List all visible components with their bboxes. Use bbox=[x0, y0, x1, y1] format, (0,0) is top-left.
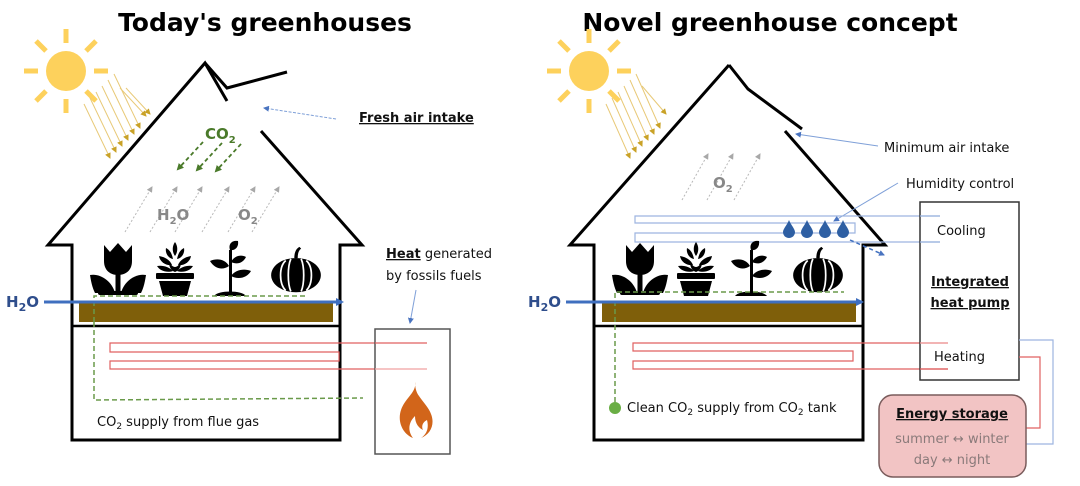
pumpkin-icon bbox=[270, 246, 322, 294]
co2-arrow bbox=[214, 143, 242, 173]
min-air-arrow bbox=[795, 131, 879, 147]
storage-heating-link bbox=[1019, 356, 1041, 429]
co2-flue-gas-label: CO2 supply from flue gas bbox=[97, 415, 259, 432]
heating-pipes bbox=[632, 342, 948, 370]
sun-ray-arrow bbox=[629, 79, 655, 135]
heating-label: Heating bbox=[934, 350, 985, 365]
co2-tank-node bbox=[609, 402, 621, 414]
sun-ray-arrow bbox=[623, 85, 649, 141]
condensate-arrow bbox=[849, 239, 885, 256]
cooling-pipes bbox=[634, 215, 940, 243]
sun-ray-arrow bbox=[611, 97, 637, 153]
h2o-vapor-label: H2O bbox=[157, 206, 189, 227]
gas-outflow-arrow bbox=[227, 186, 256, 233]
humidity-pointer-arrow bbox=[833, 182, 899, 222]
open-roof-vent bbox=[203, 62, 288, 90]
panel-todays-greenhouses: Today's greenhouses Fresh air intake CO2 bbox=[6, 8, 492, 455]
gas-outflow-arrow bbox=[681, 153, 709, 201]
sun-ray-arrow bbox=[95, 91, 123, 147]
heat-pointer-arrow bbox=[407, 289, 417, 324]
sun-ray-arrow bbox=[107, 79, 135, 135]
fresh-air-arrow bbox=[263, 105, 337, 120]
energy-storage-title: Energy storage bbox=[896, 407, 1008, 422]
storage-seasonal-label: summer ↔ winter bbox=[895, 432, 1009, 447]
transpiration-arrows bbox=[124, 186, 280, 233]
co2-arrow bbox=[176, 141, 204, 171]
sun-ray-arrow bbox=[83, 103, 111, 159]
water-inlet-label: H2O bbox=[6, 293, 39, 314]
co2-tank-supply-label: Clean CO2 supply from CO2 tank bbox=[627, 401, 837, 418]
soil-bed bbox=[79, 303, 333, 322]
seedling-icon bbox=[731, 240, 772, 296]
minimum-air-intake-label: Minimum air intake bbox=[884, 141, 1009, 156]
greenhouse-outline-left bbox=[44, 60, 366, 442]
panel-title-right: Novel greenhouse concept bbox=[582, 8, 957, 37]
sunlight-arrows bbox=[83, 73, 151, 159]
gas-outflow-arrow bbox=[149, 186, 178, 233]
sun-icon bbox=[547, 29, 631, 113]
sun-ray-arrow bbox=[125, 87, 151, 115]
sun-ray-arrow bbox=[113, 73, 141, 129]
gas-outflow-arrow bbox=[733, 153, 761, 201]
sun-ray-arrow bbox=[617, 91, 643, 147]
co2-inflow-arrows bbox=[176, 141, 242, 173]
heat-pump-label-line2: heat pump bbox=[931, 296, 1010, 311]
succulent-pot-icon bbox=[677, 242, 715, 296]
greenhouse-outline-right bbox=[566, 64, 889, 442]
water-inlet-label: H2O bbox=[528, 293, 561, 314]
seedling-icon bbox=[210, 240, 251, 296]
gas-outflow-arrow bbox=[124, 186, 153, 233]
sun-ray-arrow bbox=[119, 87, 147, 117]
sun-ray-arrow bbox=[89, 97, 117, 153]
storage-cooling-link bbox=[1019, 339, 1054, 445]
soil-bed bbox=[602, 303, 856, 322]
heat-source-label-line2: by fossils fuels bbox=[386, 269, 482, 284]
heating-pipe-loop bbox=[109, 342, 427, 370]
o2-outflow-arrows bbox=[681, 153, 761, 201]
storage-daily-label: day ↔ night bbox=[914, 453, 991, 468]
o2-label: O2 bbox=[238, 206, 258, 227]
co2-flue-gas-line bbox=[93, 322, 364, 401]
gas-outflow-arrow bbox=[706, 153, 734, 201]
minimal-roof-vent bbox=[727, 64, 803, 131]
gas-outflow-arrow bbox=[174, 186, 203, 233]
gas-outflow-arrow bbox=[251, 186, 280, 233]
co2-label: CO2 bbox=[205, 125, 236, 146]
sun-ray-arrow bbox=[635, 73, 661, 129]
sun-icon bbox=[24, 29, 108, 113]
gas-outflow-arrow bbox=[201, 186, 230, 233]
heating-pipe-loop bbox=[632, 342, 948, 370]
sun-ray-arrow bbox=[101, 85, 129, 141]
succulent-pot-icon bbox=[156, 242, 194, 296]
heating-pipes bbox=[109, 342, 427, 370]
energy-storage-box bbox=[878, 394, 1027, 478]
sun-ray-arrow bbox=[641, 85, 667, 115]
heat-pump-box bbox=[919, 201, 1020, 381]
tulip-icon bbox=[612, 243, 668, 295]
heat-pump-label-line1: Integrated bbox=[931, 275, 1009, 290]
co2-arrow bbox=[195, 142, 223, 172]
panel-novel-greenhouse: Novel greenhouse concept Minimum air int… bbox=[528, 8, 1054, 478]
co2-supply-line bbox=[614, 291, 844, 402]
tulip-icon bbox=[90, 243, 146, 295]
co2-supply-line bbox=[93, 295, 307, 322]
o2-label: O2 bbox=[713, 174, 733, 195]
sunlight-arrows bbox=[605, 73, 667, 159]
fresh-air-intake-label: Fresh air intake bbox=[359, 111, 474, 126]
heat-source-label: Heat generated bbox=[386, 247, 492, 262]
sun-ray-arrow bbox=[605, 103, 631, 159]
cooling-label: Cooling bbox=[937, 224, 986, 239]
cooling-pipe-loop bbox=[634, 215, 940, 243]
humidity-control-label: Humidity control bbox=[906, 177, 1014, 192]
panel-title-left: Today's greenhouses bbox=[118, 8, 412, 37]
fossil-heater-box bbox=[374, 328, 451, 455]
pumpkin-icon bbox=[792, 246, 844, 294]
